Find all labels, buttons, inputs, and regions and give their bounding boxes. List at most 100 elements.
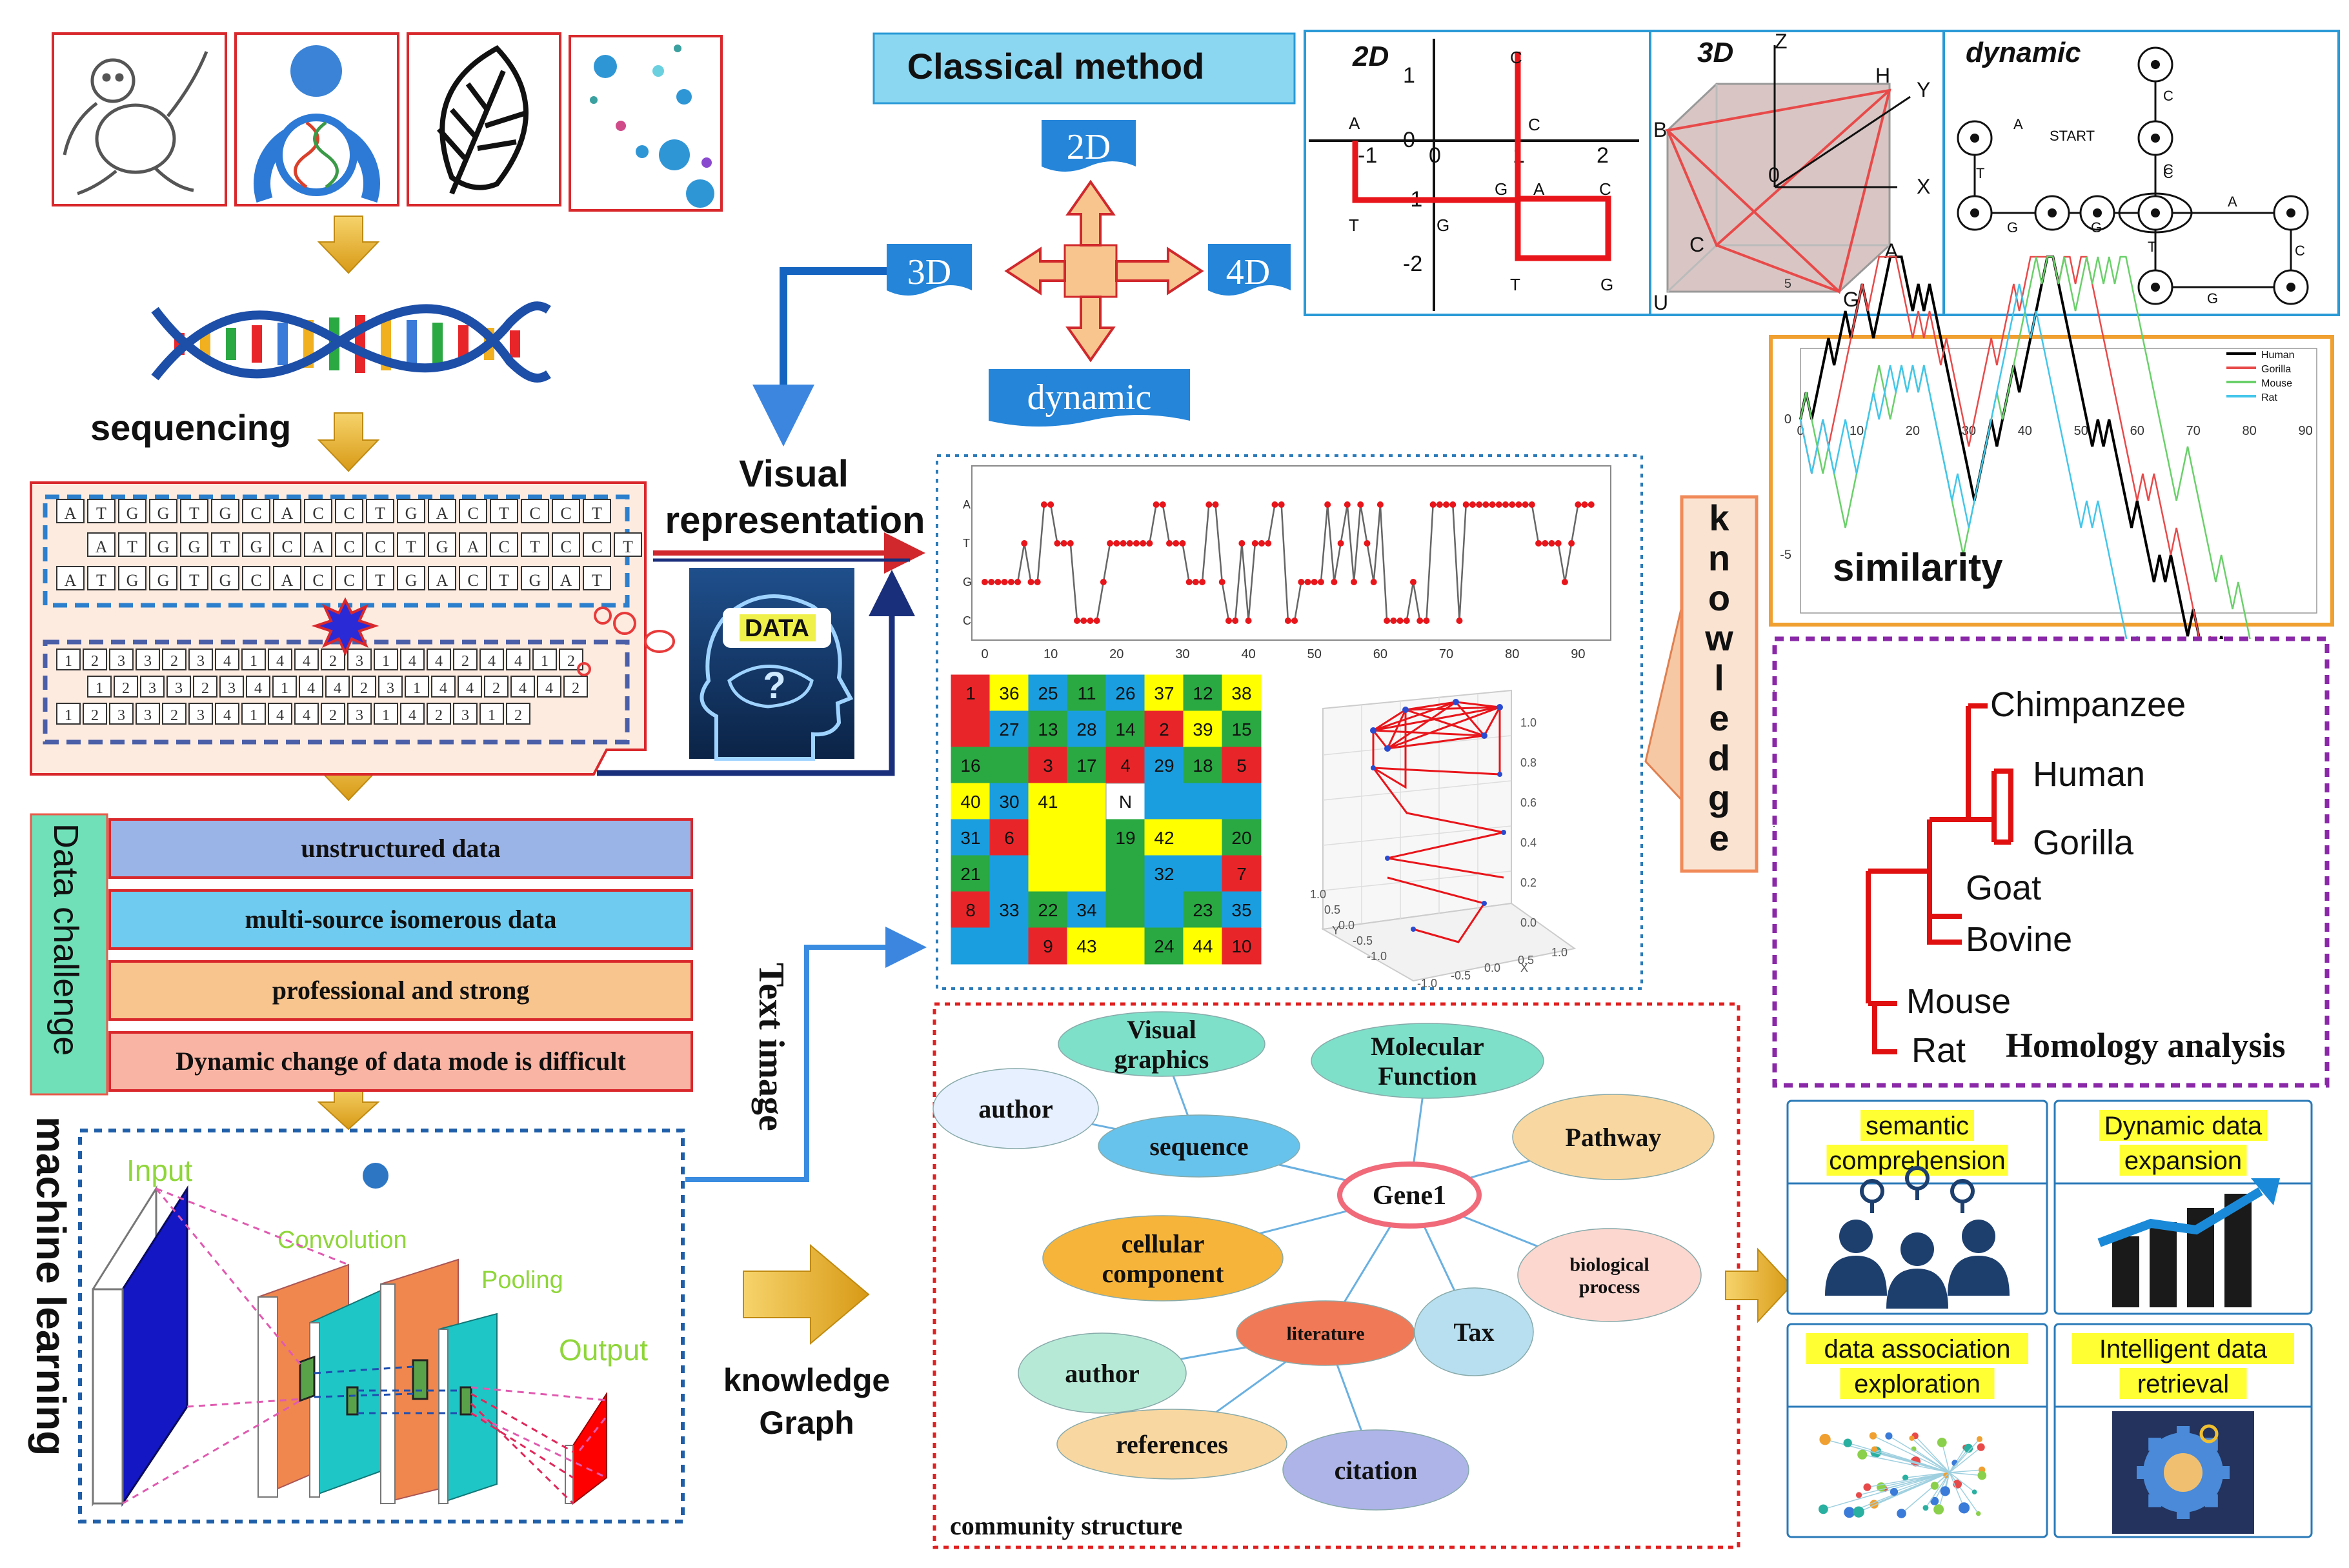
number-cell: [479, 703, 504, 725]
visual-representation-arrows: [597, 532, 925, 776]
seq-point: [1007, 579, 1014, 585]
number-cell: [241, 703, 266, 725]
sequence-cell: [583, 499, 611, 523]
helix-rung: [407, 320, 417, 368]
grid-cell-label: 41: [1038, 792, 1058, 812]
sequence-cell: [211, 566, 239, 590]
grid-cell-label: 3: [1043, 756, 1053, 776]
plot-2d-ytick: -2: [1403, 252, 1422, 276]
sequence-base: A: [281, 504, 294, 523]
grid-cell: [1067, 710, 1107, 748]
number-value: 2: [170, 707, 178, 724]
seq-point: [1337, 540, 1344, 547]
knowledge-letter: e: [1709, 698, 1729, 738]
dynamic-letter: C: [2163, 88, 2173, 104]
seq-point: [1014, 579, 1022, 585]
number-cell: [272, 676, 297, 698]
cube-series-lines: [1372, 701, 1504, 943]
seq-point: [1482, 501, 1489, 508]
plot-3d-letter: 0: [1768, 163, 1780, 186]
plot-3d-axis-label: X: [1917, 175, 1930, 198]
tree-taxon: Goat: [1966, 869, 2041, 907]
graph-node: [933, 1068, 1099, 1149]
grid-cell-label: 35: [1231, 900, 1251, 920]
sequence-cell: [366, 532, 394, 557]
grid-cell-label: 14: [1115, 719, 1135, 739]
knowledge-graph-panel: VisualgraphicsauthorsequenceMolecularFun…: [933, 1002, 1740, 1549]
dynamic-letter: A: [2228, 194, 2237, 210]
grid-cell: [1028, 710, 1068, 748]
knowledge-letter: d: [1708, 738, 1730, 778]
seq-point: [1265, 540, 1272, 547]
sequence-cell: [87, 532, 116, 557]
direction-dynamic-label: dynamic: [1027, 377, 1152, 417]
grid-cell: [1183, 855, 1223, 892]
sequence-base: T: [220, 538, 230, 556]
seq-point: [1416, 618, 1424, 624]
seq-point: [1344, 501, 1351, 508]
number-value: 1: [382, 653, 390, 670]
number-cell: [347, 648, 372, 670]
tree-taxon: Rat: [1911, 1031, 1966, 1070]
application-label: comprehension: [1829, 1147, 2006, 1175]
seq-point: [1047, 501, 1054, 508]
number-cell: [427, 648, 451, 670]
seq-point: [1568, 540, 1575, 547]
sequence-base: T: [592, 571, 602, 590]
cube-ztick: 1.0: [1520, 716, 1537, 729]
number-cell: [87, 676, 112, 698]
sequence-cell: [552, 499, 580, 523]
microbes-icon: [590, 45, 714, 208]
number-value: 4: [435, 653, 443, 670]
number-cell: [56, 703, 81, 725]
grid-cell: [1067, 927, 1107, 965]
grid-cell: [989, 891, 1029, 929]
homology-analysis-label: Homology analysis: [2006, 1026, 2286, 1065]
tree-taxon: Bovine: [1966, 920, 2072, 959]
graph-node-label: component: [1102, 1259, 1225, 1288]
grid-cell: [1222, 747, 1262, 784]
grid-cell: [1105, 819, 1145, 856]
sequence-cell: [242, 532, 270, 557]
graph-node-label: Pathway: [1566, 1123, 1662, 1152]
number-value: 4: [307, 680, 315, 697]
grid-cell: [989, 855, 1029, 892]
seq-point: [1298, 579, 1305, 585]
seq-xtick: 50: [1307, 647, 1322, 661]
similarity-legend-label: Rat: [2261, 392, 2277, 403]
similarity-xtick: 80: [2243, 424, 2257, 438]
svg-text:DATA: DATA: [745, 615, 809, 642]
helix-rung: [277, 323, 288, 365]
number-cell: [321, 703, 345, 725]
sequence-base: A: [65, 571, 77, 590]
sequence-cell: [490, 499, 518, 523]
number-value: 1: [541, 653, 549, 670]
sequence-cell: [459, 566, 487, 590]
number-cell: [246, 676, 270, 698]
number-value: 4: [408, 707, 416, 724]
seq-point: [1113, 540, 1120, 547]
sequence-cell: [273, 499, 301, 523]
grid-cell: [1105, 927, 1145, 965]
seq-ytick: A: [963, 498, 971, 511]
grid-cell: [1222, 891, 1262, 929]
number-cell: [405, 676, 429, 698]
sequence-cell: [118, 566, 146, 590]
seq-point: [1469, 501, 1476, 508]
grid-cell: [1144, 927, 1184, 965]
seq-point: [1390, 618, 1397, 624]
organism-panels: [52, 32, 723, 212]
cube-point: [1371, 765, 1376, 770]
seq-point: [1107, 540, 1114, 547]
seq-point: [1396, 618, 1404, 624]
sequence-base: A: [436, 504, 449, 523]
dynamic-letter: A: [2013, 116, 2023, 132]
sequence-cell: [304, 532, 332, 557]
sequence-base: T: [189, 571, 199, 590]
sequence-base: T: [406, 538, 416, 556]
sequence-base: G: [405, 571, 418, 590]
sequence-cell: [397, 532, 425, 557]
cube-point: [1497, 704, 1503, 710]
sequence-cell: [366, 499, 394, 523]
